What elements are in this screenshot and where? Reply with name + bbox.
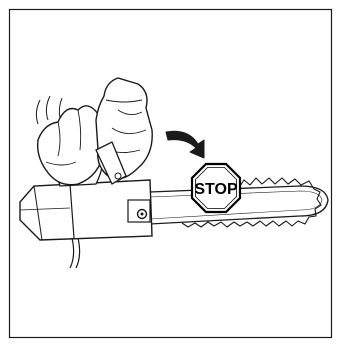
gloved-hand-icon bbox=[36, 96, 104, 185]
stop-sign-label: STOP bbox=[194, 181, 238, 198]
stop-sign-icon: STOP bbox=[192, 164, 240, 212]
gloved-hand-brake-icon bbox=[96, 78, 152, 184]
rotation-arrow-icon bbox=[166, 131, 204, 158]
